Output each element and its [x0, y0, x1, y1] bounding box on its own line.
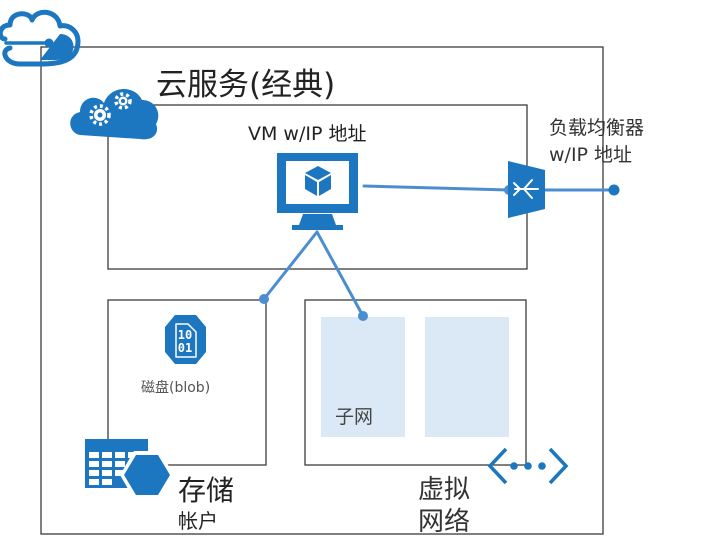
- subnet-box-1: [321, 317, 405, 437]
- subnet-label: 子网: [335, 406, 374, 428]
- load-balancer-icon: [508, 161, 545, 218]
- vnet-label-line2: 网络: [418, 507, 471, 537]
- disk-label: 磁盘(blob): [141, 380, 211, 396]
- connector-lines: [262, 184, 616, 318]
- storage-box: [107, 299, 267, 466]
- cloud-service-title: 云服务(经典): [156, 67, 336, 103]
- internet-endpoint-dot: [608, 184, 620, 196]
- monitor-cube-icon: [277, 153, 358, 230]
- storage-account-label: 存储 帐户: [178, 476, 234, 536]
- azure-cloud-icon: [0, 9, 81, 67]
- load-balancer-label-line1: 负载均衡器: [549, 117, 645, 139]
- storage-label-line1: 存储: [178, 474, 235, 507]
- vm-to-lb-line: [362, 184, 511, 192]
- disk-binary-line1: 10: [177, 328, 193, 342]
- outer-container: [40, 46, 604, 535]
- load-balancer-label-line2: w/IP 地址: [549, 144, 633, 166]
- virtual-network-label: 虚拟 网络: [418, 474, 470, 538]
- storage-label-line2: 帐户: [178, 509, 218, 533]
- vm-to-subnet-line: [315, 230, 365, 318]
- disk-hexagon-icon: [165, 315, 206, 364]
- cloud-service-gears-icon: [70, 89, 159, 140]
- vnet-box: [304, 299, 527, 466]
- vnet-label-line1: 虚拟: [418, 475, 471, 505]
- load-balancer-label: 负载均衡器 w/IP 地址: [549, 115, 644, 169]
- vm-to-storage-line: [262, 230, 319, 301]
- disk-binary-line2: 01: [177, 341, 193, 355]
- subnet-endpoint-dot: [358, 311, 368, 321]
- subnet-box-2: [425, 317, 509, 437]
- disk-binary-text: 10 01: [170, 329, 200, 355]
- storage-table-icon: [85, 439, 174, 499]
- vnet-chevrons-icon: [487, 447, 569, 485]
- vm-label: VM w/IP 地址: [248, 123, 367, 145]
- storage-endpoint-dot: [259, 294, 269, 304]
